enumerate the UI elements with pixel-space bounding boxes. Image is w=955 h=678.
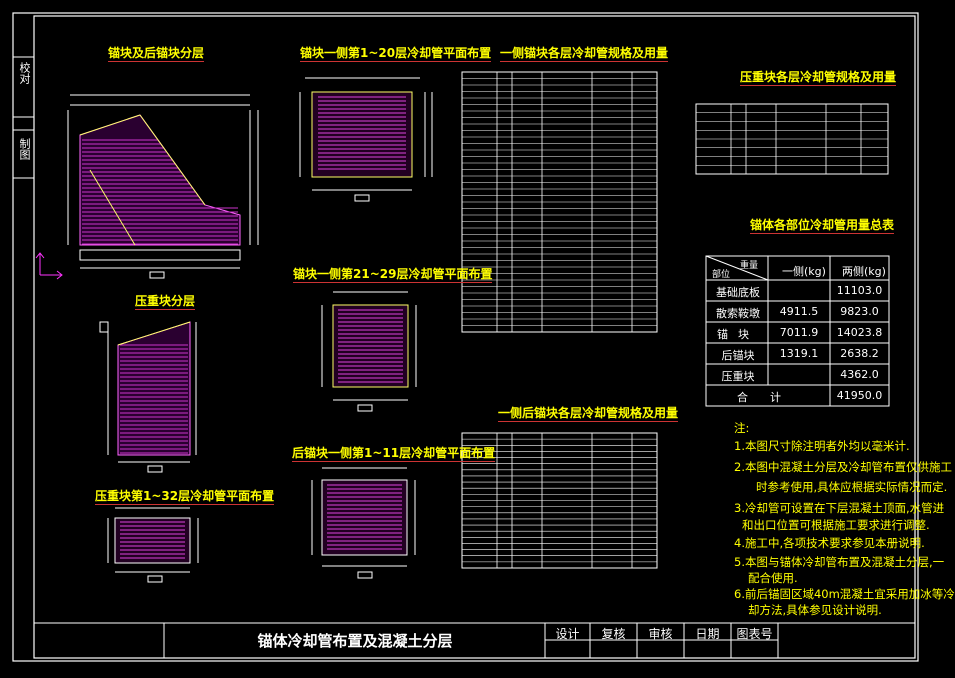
summary-col-one: 一侧(kg) <box>782 265 826 278</box>
weight-pipe-plan <box>107 507 199 583</box>
note-line: 配合使用. <box>748 571 798 585</box>
title-weight-spec-table: 压重块各层冷却管规格及用量 <box>740 70 897 86</box>
summary-total-label: 合计 <box>737 391 803 404</box>
note-line: 却方法,具体参见设计说明. <box>748 603 882 617</box>
title-weight-pipe-1-32: 压重块第1~32层冷却管平面布置 <box>95 489 275 505</box>
summary-row-part: 后锚块 <box>721 349 755 362</box>
note-line: 2.本图中混凝土分层及冷却管布置仅供施工 <box>734 460 952 474</box>
note-line: 5.本图与锚体冷却管布置及混凝土分层,一 <box>734 555 945 569</box>
summary-row-part: 锚块 <box>717 328 759 341</box>
summary-header-weight: 重量 <box>740 261 759 271</box>
summary-table-grid <box>705 255 890 407</box>
summary-row-one: 1319.1 <box>779 347 819 360</box>
note-line: 4.施工中,各项技术要求参见本册说明. <box>734 536 925 550</box>
tb-date: 日期 <box>695 627 720 641</box>
weight-layer-drawing <box>99 321 197 473</box>
summary-row-two: 11103.0 <box>836 284 883 297</box>
title-rear-anchor-spec-table: 一侧后锚块各层冷却管规格及用量 <box>498 406 679 422</box>
title-rear-anchor-pipe: 后锚块一侧第1~11层冷却管平面布置 <box>292 446 496 462</box>
side-label-draft: 制图 <box>18 138 31 160</box>
note-line: 和出口位置可根据施工要求进行调整. <box>742 518 930 532</box>
tb-design: 设计 <box>555 627 580 641</box>
tb-approve: 审核 <box>648 627 673 641</box>
summary-row-part: 压重块 <box>721 370 755 383</box>
summary-row-one: 4911.5 <box>779 305 819 318</box>
anchor-layer-drawing <box>35 94 259 280</box>
anchor-spec-table-grid <box>461 71 658 333</box>
note-line: 1.本图尺寸除注明者外均以毫米计. <box>734 439 910 453</box>
summary-row-one: 7011.9 <box>779 326 819 339</box>
summary-row-two: 2638.2 <box>840 347 879 360</box>
drawing-linework <box>12 12 919 662</box>
note-line: 3.冷却管可设置在下层混凝土顶面,水管进 <box>734 501 945 515</box>
notes-title: 注: <box>734 421 750 435</box>
tb-sheet-no: 图表号 <box>736 627 773 641</box>
title-weight-layers: 压重块分层 <box>135 294 196 310</box>
anchor-pipe-plan-1-20 <box>299 77 433 202</box>
side-label-check: 校对 <box>18 62 31 84</box>
title-anchor-spec-table: 一侧锚块各层冷却管规格及用量 <box>500 46 669 62</box>
title-anchor-layers: 锚块及后锚块分层 <box>108 46 205 62</box>
summary-total-value: 41950.0 <box>836 389 883 402</box>
title-anchor-pipe-1-20: 锚块一侧第1~20层冷却管平面布置 <box>300 46 492 62</box>
summary-header-part: 部位 <box>712 270 731 280</box>
rear-anchor-spec-table-grid <box>461 432 658 569</box>
summary-row-two: 9823.0 <box>840 305 879 318</box>
title-anchor-pipe-21-29: 锚块一侧第21~29层冷却管平面布置 <box>293 267 493 283</box>
summary-row-two: 4362.0 <box>840 368 879 381</box>
note-line: 时参考使用,具体应根据实际情况而定. <box>756 480 948 494</box>
tb-review: 复核 <box>601 627 626 641</box>
summary-row-part: 散索鞍墩 <box>716 307 760 320</box>
drawing-title: 锚体冷却管布置及混凝土分层 <box>257 632 453 650</box>
summary-row-two: 14023.8 <box>836 326 883 339</box>
anchor-pipe-plan-21-29 <box>321 291 417 412</box>
weight-spec-table-grid <box>695 103 889 175</box>
title-summary-table: 锚体各部位冷却管用量总表 <box>750 218 895 234</box>
rear-anchor-pipe-plan <box>311 467 416 579</box>
note-line: 6.前后锚固区域40m混凝土宜采用加冰等冷 <box>734 587 955 601</box>
summary-row-part: 基础底板 <box>716 286 760 299</box>
summary-col-two: 两侧(kg) <box>842 265 886 278</box>
